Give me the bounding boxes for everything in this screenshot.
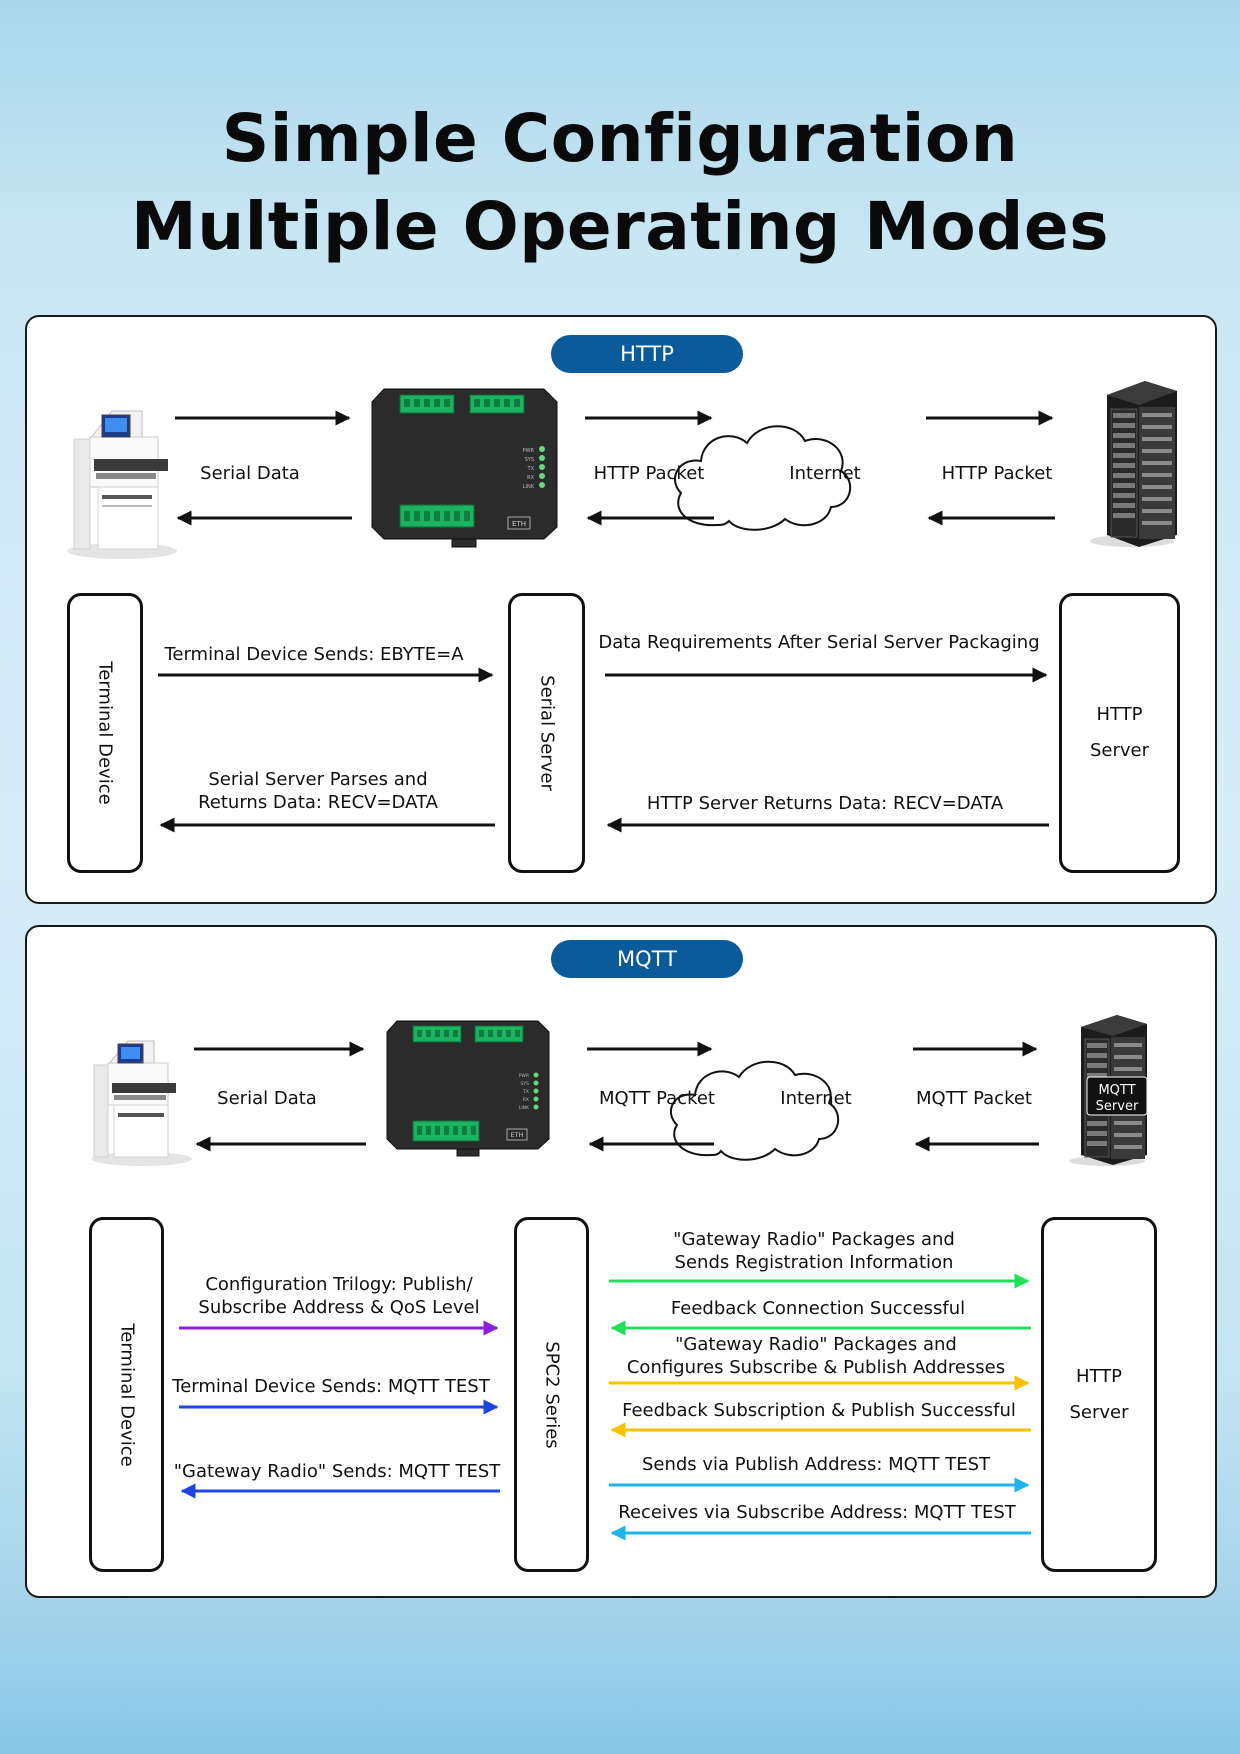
- led-label: LINK: [523, 484, 535, 490]
- http-server-box: HTTP Server: [1059, 593, 1180, 873]
- server-rack-icon: [1090, 381, 1177, 547]
- serial-server-device-icon: PWR SYS TX RX LINK ETH: [386, 1020, 550, 1157]
- spc2-series-label: SPC2 Series: [541, 1340, 562, 1449]
- msg-publish: Sends via Publish Address: MQTT TEST: [641, 1454, 991, 1475]
- http-mode-panel: HTTP PWR: [25, 315, 1217, 904]
- msg-config-trilogy: Configuration Trilogy: Publish/ Subscrib…: [198, 1274, 480, 1319]
- led-label: RX: [527, 475, 534, 481]
- http-server-box: HTTP Server: [1041, 1217, 1157, 1572]
- http-packet-label-right: HTTP Packet: [941, 463, 1053, 484]
- terminal-device-label: Terminal Device: [94, 661, 116, 805]
- msg-registration: "Gateway Radio" Packages and Sends Regis…: [673, 1229, 955, 1274]
- serial-server-label: Serial Server: [536, 675, 557, 791]
- atm-kiosk-icon: [92, 1040, 192, 1166]
- internet-label: Internet: [780, 1088, 852, 1109]
- led-label: PWR: [519, 1073, 529, 1079]
- msg-server-return: HTTP Server Returns Data: RECV=DATA: [646, 793, 1004, 814]
- led-label: SYS: [525, 457, 534, 463]
- http-packet-label-left: HTTP Packet: [593, 463, 705, 484]
- title-line-1: Simple Configuration: [221, 100, 1019, 177]
- led-label: PWR: [523, 448, 535, 454]
- internet-label: Internet: [789, 463, 861, 484]
- mqtt-server-badge-line2: Server: [1096, 1099, 1139, 1114]
- serial-data-label: Serial Data: [217, 1088, 317, 1109]
- terminal-device-box: Terminal Device: [89, 1217, 164, 1572]
- atm-kiosk-icon: [67, 410, 177, 559]
- internet-cloud-icon: [674, 425, 851, 531]
- msg-connection-ok: Feedback Connection Successful: [670, 1298, 966, 1319]
- msg-subscription-ok: Feedback Subscription & Publish Successf…: [622, 1400, 1016, 1421]
- msg-terminal-send: Terminal Device Sends: MQTT TEST: [172, 1376, 490, 1397]
- mqtt-packet-label-right: MQTT Packet: [916, 1088, 1032, 1109]
- internet-cloud-icon: [670, 1060, 839, 1161]
- msg-terminal-send: Terminal Device Sends: EBYTE=A: [164, 644, 464, 665]
- mqtt-mode-pill: MQTT: [551, 940, 743, 978]
- serial-server-box: Serial Server: [508, 593, 585, 873]
- msg-configure-sub: "Gateway Radio" Packages and Configures …: [626, 1334, 1006, 1379]
- led-label: RX: [523, 1097, 529, 1103]
- led-label: TX: [527, 466, 535, 472]
- server-rack-icon: MQTT Server: [1069, 1015, 1148, 1166]
- http-server-label: HTTP Server: [1069, 1365, 1129, 1423]
- eth-label: ETH: [512, 520, 526, 528]
- mqtt-mode-panel: MQTT PWR SYS: [25, 925, 1217, 1598]
- spc2-series-box: SPC2 Series: [514, 1217, 589, 1572]
- msg-packaging: Data Requirements After Serial Server Pa…: [598, 632, 1040, 653]
- mqtt-server-badge-line1: MQTT: [1098, 1083, 1135, 1098]
- led-label: SYS: [521, 1081, 530, 1087]
- msg-gateway-send: "Gateway Radio" Sends: MQTT TEST: [173, 1461, 501, 1482]
- terminal-device-label: Terminal Device: [116, 1322, 137, 1467]
- title-line-2: Multiple Operating Modes: [131, 188, 1109, 265]
- msg-receive: Receives via Subscribe Address: MQTT TES…: [618, 1502, 1016, 1523]
- terminal-device-box: Terminal Device: [67, 593, 143, 873]
- serial-server-device-icon: PWR SYS TX RX LINK ETH: [371, 388, 558, 548]
- serial-data-label: Serial Data: [200, 463, 300, 484]
- http-mode-pill: HTTP: [551, 335, 743, 373]
- led-label: TX: [522, 1089, 529, 1095]
- mqtt-packet-label-left: MQTT Packet: [599, 1088, 715, 1109]
- http-diagram-graphics: PWR SYS TX RX LINK ETH: [67, 381, 1177, 833]
- msg-parse-return: Serial Server Parses and Returns Data: R…: [198, 769, 438, 814]
- eth-label: ETH: [511, 1131, 524, 1139]
- http-server-label: HTTP Server: [1089, 704, 1150, 761]
- mqtt-diagram-graphics: PWR SYS TX RX LINK ETH: [92, 1015, 1148, 1541]
- led-label: LINK: [519, 1105, 530, 1111]
